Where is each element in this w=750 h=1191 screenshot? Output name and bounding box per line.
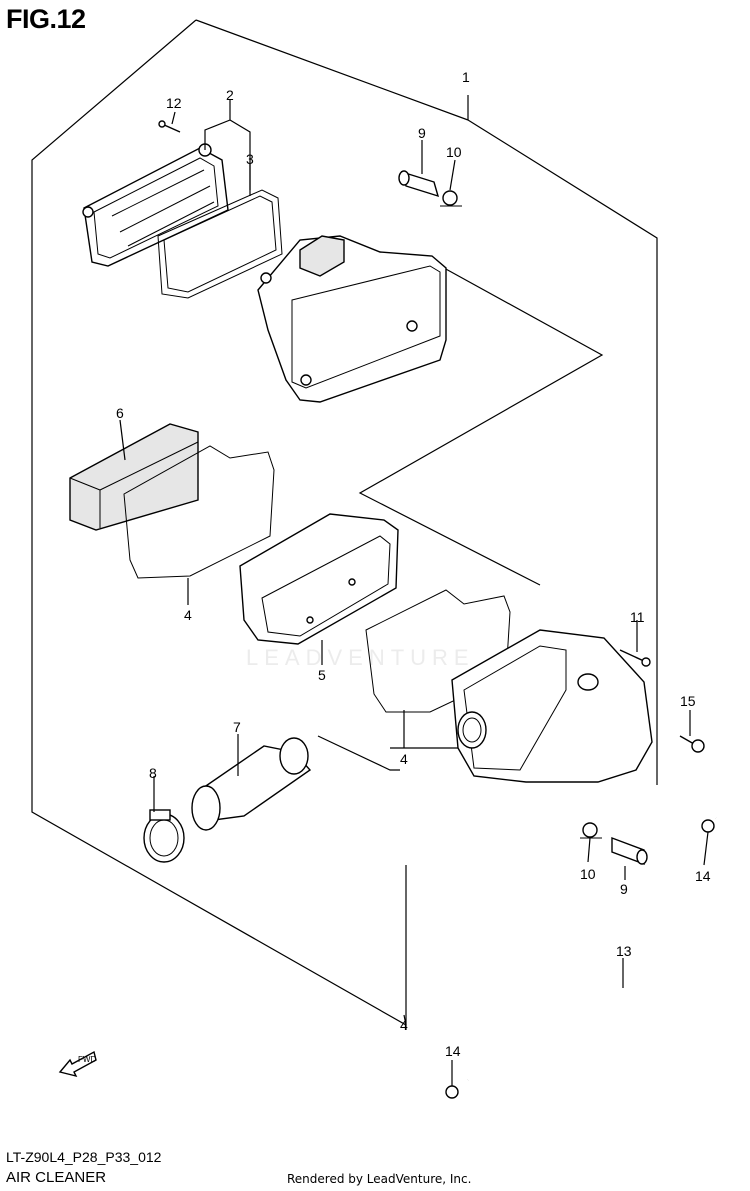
callout-4-upper: 4 <box>184 607 192 623</box>
assembly-frame <box>31 19 658 1030</box>
callout-10-top: 10 <box>446 144 462 160</box>
section-name: AIR CLEANER <box>6 1169 107 1186</box>
breather-hose <box>466 814 746 1083</box>
callout-5: 5 <box>318 667 326 683</box>
callouts: 1 2 3 12 9 10 6 4 5 11 15 7 4 8 10 9 14 … <box>116 69 711 1059</box>
callout-9-top: 9 <box>418 125 426 141</box>
drain-plug-top <box>398 170 440 198</box>
air-cleaner-body <box>451 629 653 783</box>
fwd-arrow-icon: FWD <box>58 1050 97 1078</box>
hose-clamp <box>143 809 185 863</box>
callout-10-lower: 10 <box>580 866 596 882</box>
hose-clip-upper <box>701 819 715 833</box>
callout-15: 15 <box>680 693 696 709</box>
render-credit: Rendered by LeadVenture, Inc. <box>287 1172 472 1186</box>
callout-9-lower: 9 <box>620 881 628 897</box>
bolt-long <box>619 649 651 667</box>
hose-clip-lower <box>445 1085 459 1099</box>
callout-8: 8 <box>149 765 157 781</box>
callout-4-middle: 4 <box>400 751 408 767</box>
callout-1: 1 <box>462 69 470 85</box>
gasket-middle <box>365 589 511 713</box>
cap-gasket <box>157 189 283 299</box>
callout-12: 12 <box>166 95 182 111</box>
watermark: LEADVENTURE <box>246 645 475 670</box>
upper-case <box>257 235 447 403</box>
filter-element <box>69 423 199 531</box>
leader-lines <box>119 100 709 1086</box>
callout-13: 13 <box>616 943 632 959</box>
element-holder <box>239 513 399 645</box>
callout-11: 11 <box>630 609 645 625</box>
screw <box>158 120 181 133</box>
callout-6: 6 <box>116 405 124 421</box>
svg-text:FWD: FWD <box>78 1055 96 1064</box>
callout-14-lower: 14 <box>445 1043 461 1059</box>
drain-plug-lower <box>611 836 648 866</box>
bolt-short <box>679 735 705 753</box>
figure-title: FIG.12 <box>6 4 86 34</box>
callout-7: 7 <box>233 719 241 735</box>
gasket-upper <box>123 445 275 579</box>
model-code: LT-Z90L4_P28_P33_012 <box>6 1149 162 1165</box>
clamp-top <box>440 190 462 207</box>
callout-14-upper: 14 <box>695 868 711 884</box>
intake-boot <box>191 737 312 831</box>
air-cleaner-cap <box>82 143 229 267</box>
callout-2: 2 <box>226 87 234 103</box>
clamp-lower <box>580 822 602 839</box>
callout-3: 3 <box>246 151 254 167</box>
callout-4-lower: 4 <box>400 1017 408 1033</box>
